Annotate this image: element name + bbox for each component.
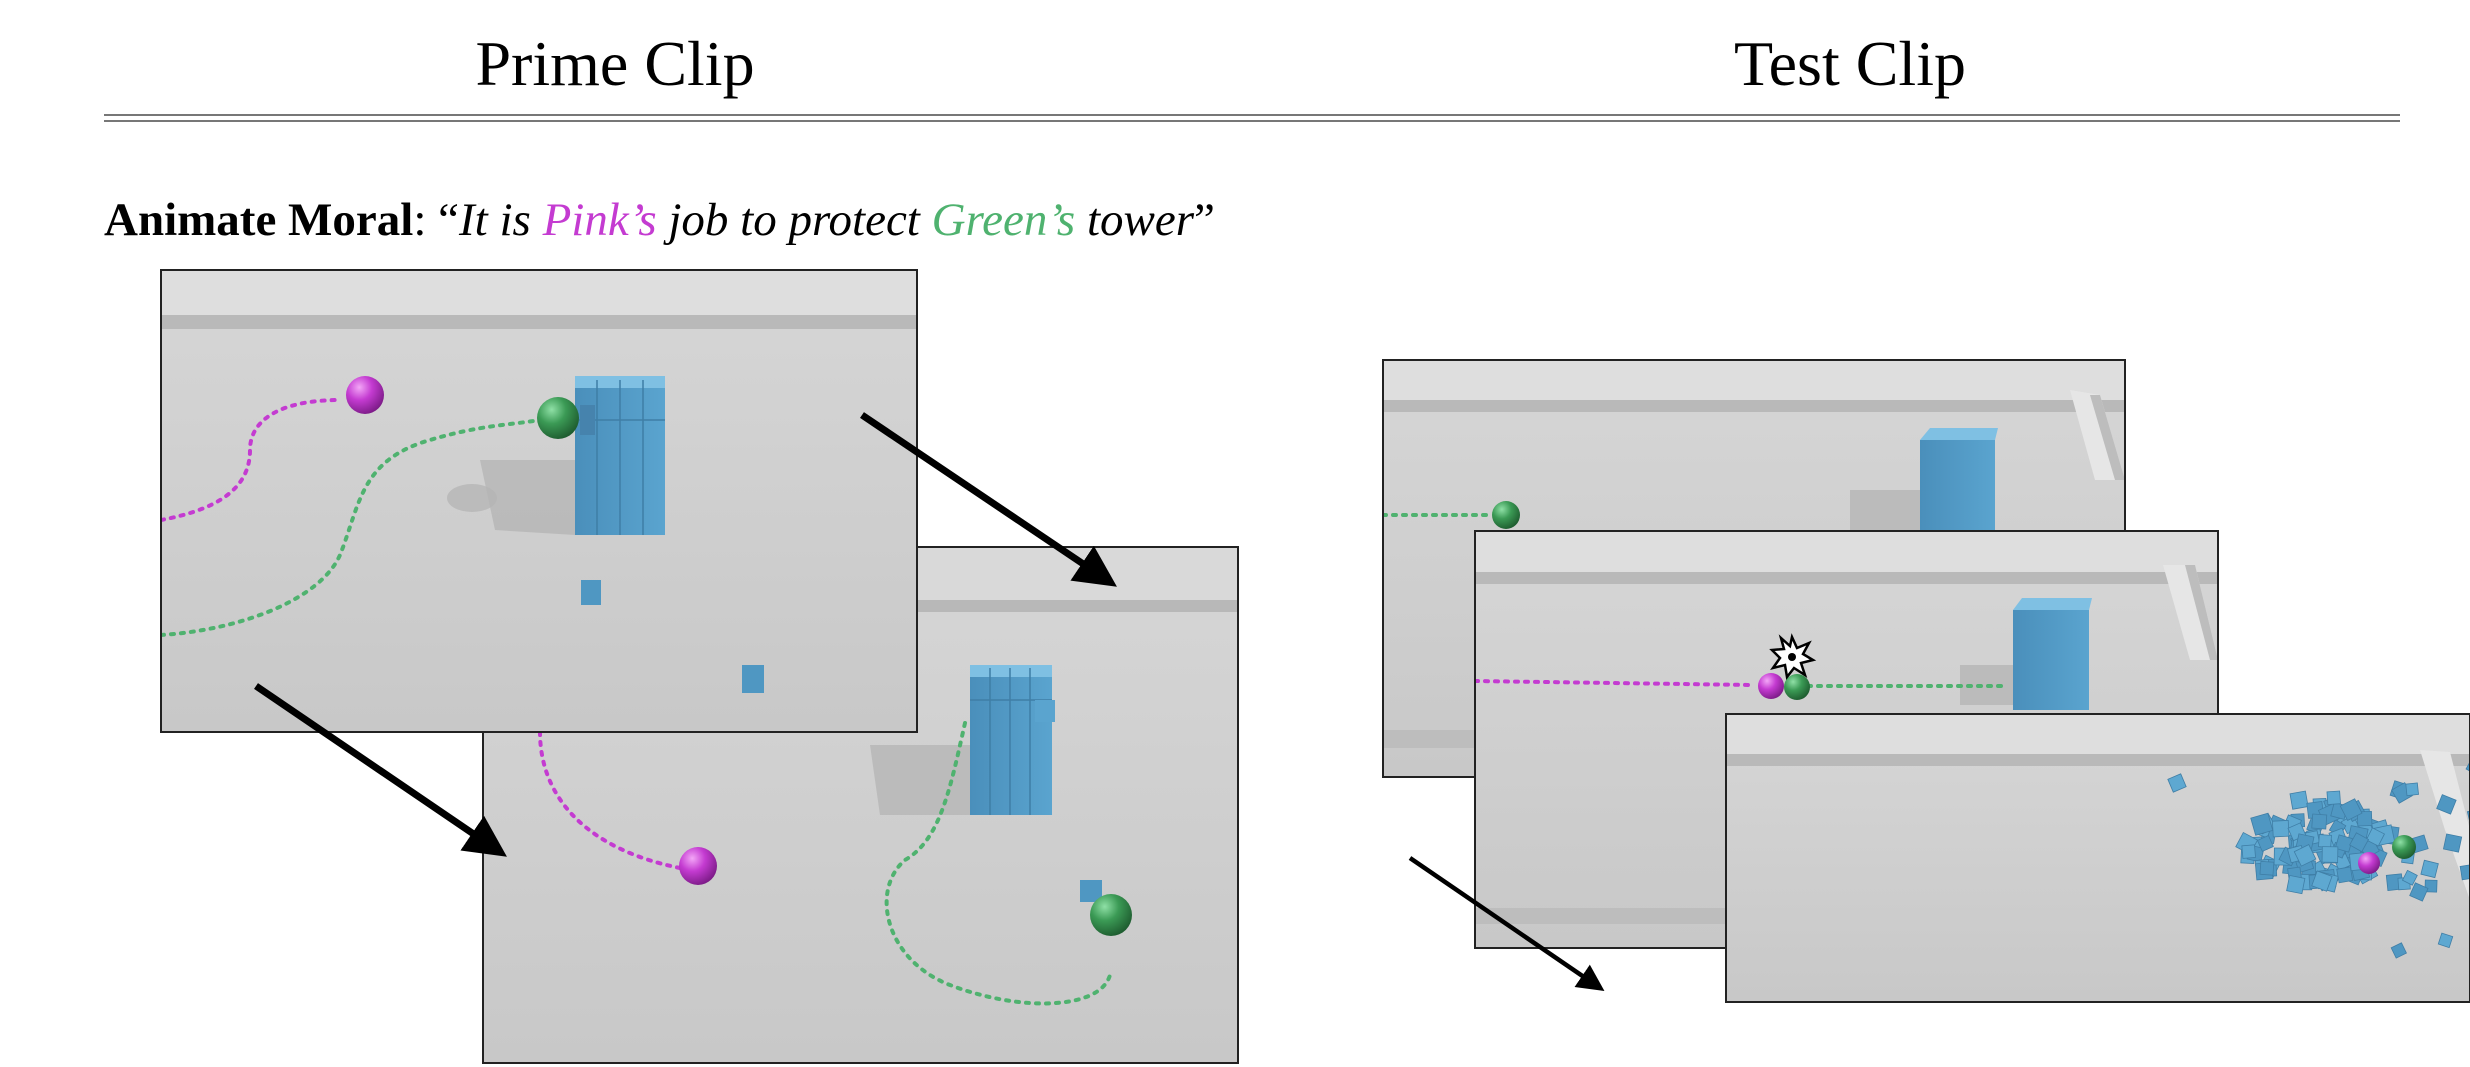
prime-arrow-right (860, 412, 1117, 587)
prime-frame-1-pink-ball (346, 376, 384, 414)
prime-frame-1-tower (575, 376, 665, 535)
header-rule-top (104, 114, 2400, 116)
prime-frame-2-green-ball (1090, 894, 1132, 936)
test-frame-3 (1726, 714, 2470, 1002)
test-frame-2-green-ball (1784, 674, 1810, 700)
moral-green-name: Green’s (931, 194, 1076, 246)
prime-frame-2-tower (970, 665, 1055, 815)
collision-burst-icon (1769, 633, 1817, 681)
prime-frame-2-loose-block (1080, 880, 1102, 902)
test-frame-3-green-ball (2392, 835, 2416, 859)
test-frame-3-collapsed-tower (2167, 758, 2470, 959)
prime-frame-1-loose-block-a (581, 580, 601, 605)
moral-text-1: It is (459, 194, 543, 246)
test-clip-header: Test Clip (1734, 28, 1966, 99)
moral-label: Animate Moral (104, 194, 414, 246)
test-frame-2-tower (2013, 610, 2089, 710)
animate-moral-caption: Animate Moral: “It is Pink’s job to prot… (104, 190, 1215, 250)
prime-arrow-left (254, 683, 507, 857)
prime-clip-header: Prime Clip (475, 28, 755, 99)
test-arrow (1408, 856, 1605, 992)
prime-frame-2-pink-ball (679, 847, 717, 885)
prime-frame-1 (161, 270, 917, 732)
moral-close-quote: ” (1194, 194, 1215, 246)
moral-pink-name: Pink’s (542, 194, 657, 246)
test-frame-2-pink-ball (1758, 673, 1784, 699)
prime-frame-1-green-ball (537, 397, 579, 439)
test-frame-1-tower (1920, 440, 1995, 535)
test-frame-3-pink-ball (2358, 852, 2380, 874)
prime-frame-1-loose-block-b (742, 665, 764, 693)
moral-text-3: tower (1075, 194, 1195, 246)
moral-text-2: job to protect (656, 194, 932, 246)
moral-colon: : (413, 194, 439, 246)
moral-open-quote: “ (438, 194, 460, 246)
header-rule-bottom (104, 120, 2400, 122)
test-frame-1-green-ball (1492, 501, 1520, 529)
